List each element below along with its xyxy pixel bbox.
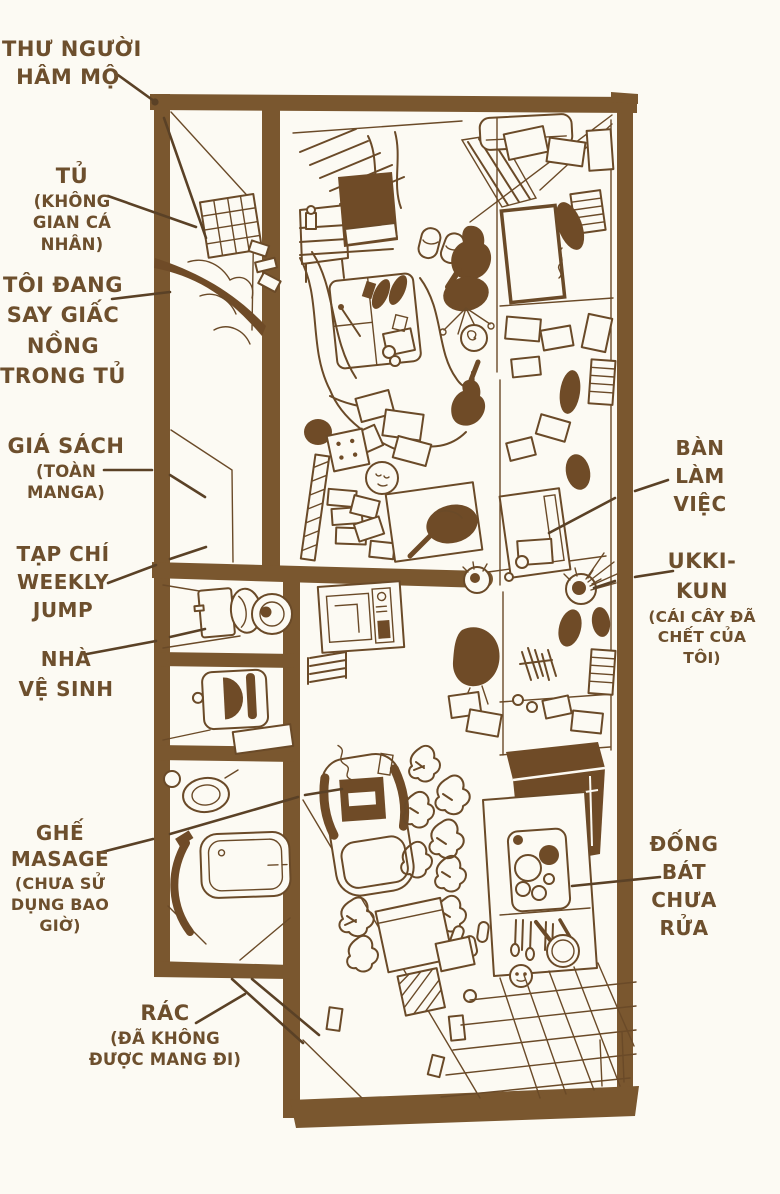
kitchen-counter (482, 791, 598, 988)
label-dishes: ĐỐNG BÁT CHƯA RỬA (649, 832, 719, 940)
dark-bag (555, 202, 585, 250)
ukki-kun-plant (563, 552, 618, 605)
label-massage-chair: GHẾ MASAGE (CHƯA SỬ DỤNG BAO GIỜ) (10, 821, 110, 935)
striped-pole (299, 453, 331, 562)
manga-stacks (299, 419, 399, 562)
tiled-floor (440, 962, 637, 1099)
label-sleeping: TÔI ĐANG SAY GIẤC NỒNG TRONG TỦ (0, 273, 126, 389)
washer-door (222, 677, 243, 720)
microwave-unit (316, 580, 406, 654)
label-fan-mail: THƯ NGƯỜI HÂM MỘ (2, 37, 142, 89)
toilet-room (162, 584, 293, 649)
plant-pot (462, 561, 491, 594)
office-chair-2 (452, 627, 500, 707)
office-chair (439, 276, 495, 338)
label-desk: BÀN LÀM VIỆC (673, 436, 727, 516)
middle-area (299, 419, 503, 738)
slipper-dark (388, 275, 408, 305)
label-ukki-kun: UKKI- KUN (CÁI CÂY ĐÃ CHẾT CỦA TÔI) (648, 549, 756, 667)
label-magazine: TẠP CHÍ WEEKLY JUMP (16, 542, 110, 622)
bedroom-area (292, 113, 613, 468)
hanging-utensils (510, 918, 576, 961)
kettle (539, 845, 559, 865)
fan-top (460, 324, 488, 352)
figurine (305, 205, 317, 230)
face-cup (509, 964, 533, 988)
washing-machine-top (251, 593, 293, 635)
kitchen-area (302, 742, 637, 1099)
cardboard-box (374, 896, 476, 1017)
massage-chair (319, 744, 415, 897)
stick-toy (341, 308, 361, 337)
slipper-dark (371, 279, 391, 309)
guitar-2 (451, 359, 486, 426)
sleeper-blanket-edge (154, 258, 266, 336)
walls (150, 92, 639, 1128)
bathtub (199, 831, 292, 899)
shower-hose (170, 839, 194, 936)
leader-lines (85, 73, 675, 1025)
closet-area (154, 111, 282, 563)
tv (338, 172, 398, 247)
futon (328, 272, 422, 370)
desk-area (487, 117, 618, 756)
label-trash: RÁC (ĐÃ KHÔNG ĐƯỢC MANG ĐI) (88, 1001, 242, 1070)
frying-pan (534, 920, 580, 968)
pan (407, 504, 478, 559)
perspective-legs (230, 977, 321, 1045)
laundry-room (162, 668, 295, 755)
shelf-stack (307, 651, 347, 685)
bath-room (163, 769, 292, 961)
monitor (499, 203, 567, 305)
label-toilet: NHÀ VỆ SINH (18, 647, 114, 701)
label-closet: TỦ (KHÔNG GIAN CÁ NHÂN) (32, 164, 112, 255)
label-bookshelf: GIÁ SÁCH (TOÀN MANGA) (7, 434, 125, 503)
fan-letter-box (198, 192, 264, 259)
chopstick-pile (519, 647, 557, 681)
trash-bags (338, 744, 471, 973)
